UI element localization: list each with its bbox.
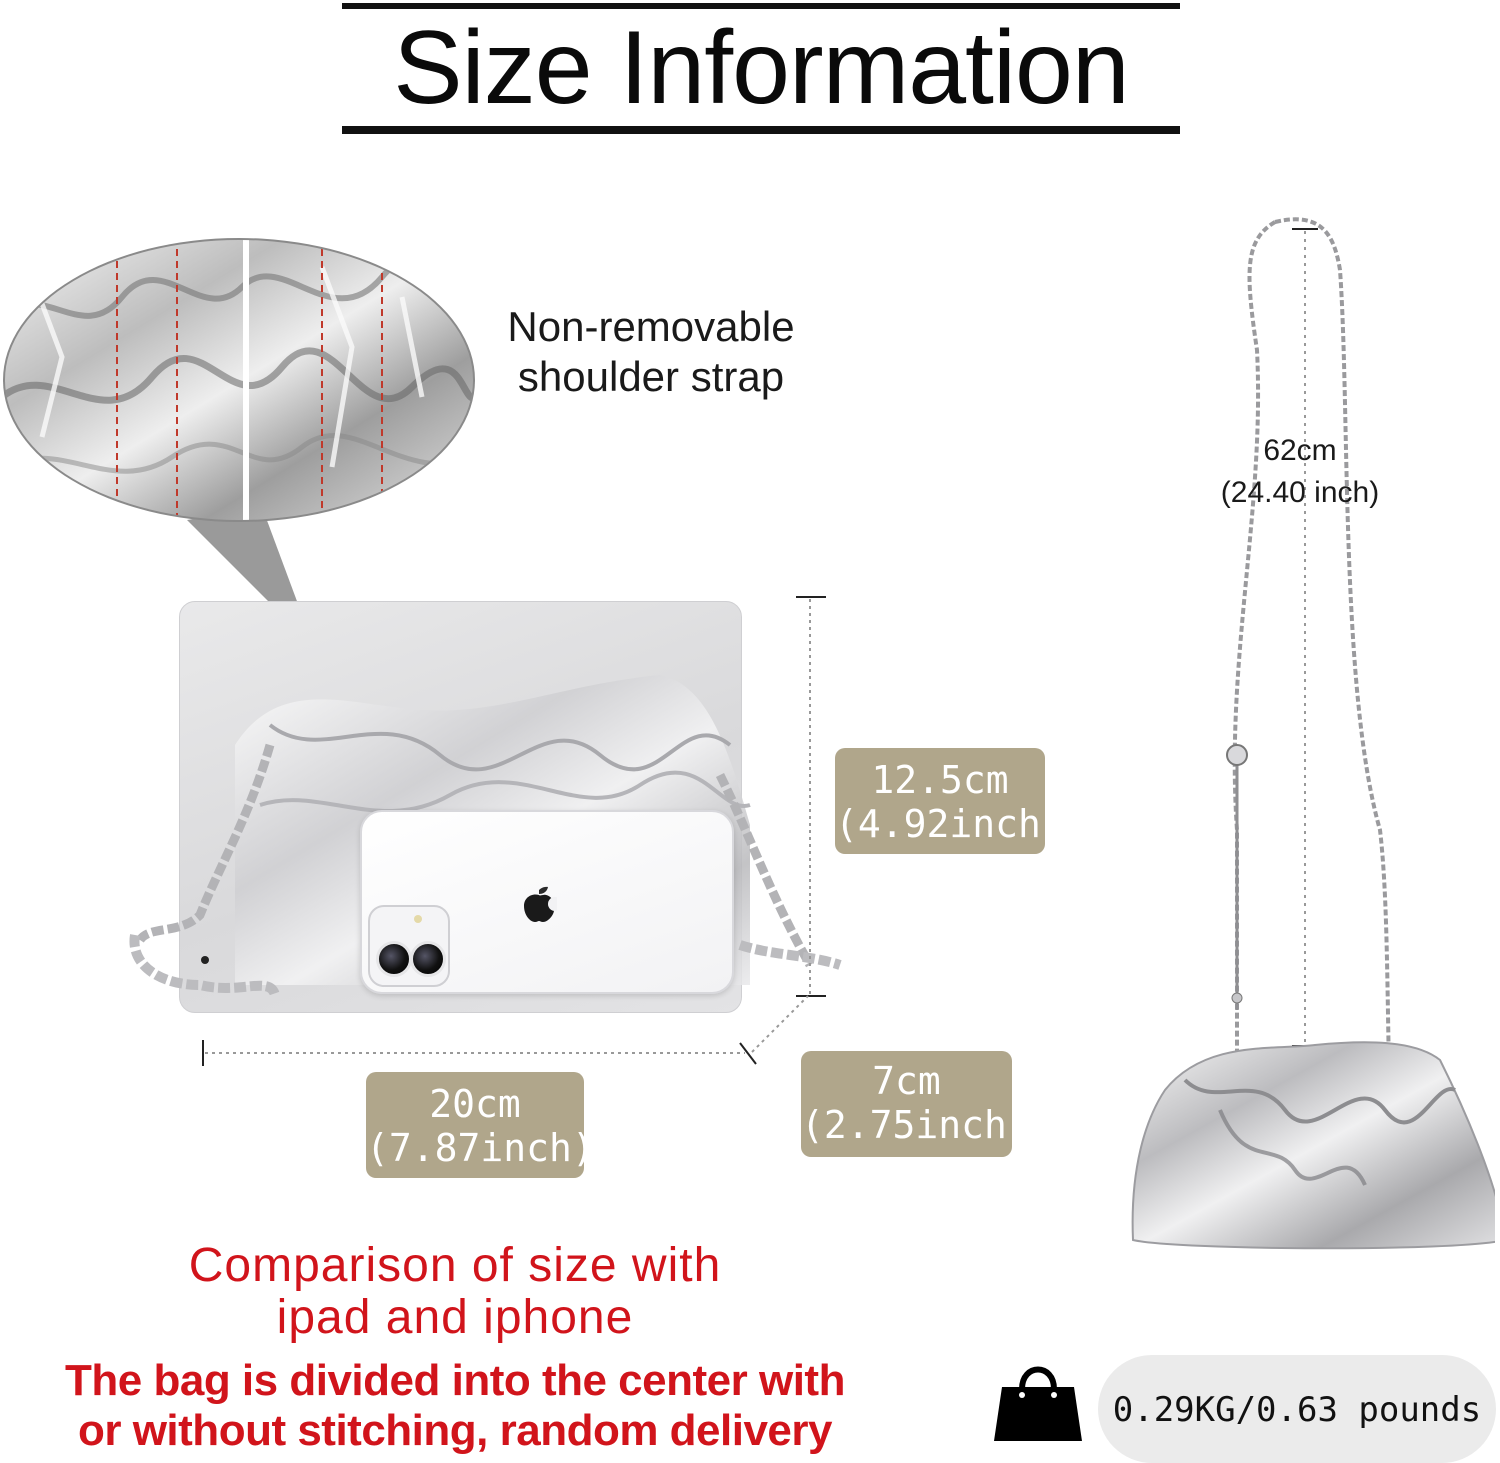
width-cm: 20cm xyxy=(429,1082,521,1126)
strap-length-cm: 62cm xyxy=(1263,434,1337,467)
iphone-camera-module xyxy=(368,905,450,987)
comparison-note-line-1: Comparison of size with xyxy=(188,1239,722,1292)
apple-logo-icon xyxy=(524,886,557,922)
strap-closeup-bubble xyxy=(3,238,475,647)
height-cm: 12.5cm xyxy=(871,758,1009,802)
strap-note-line-2: shoulder strap xyxy=(517,353,785,400)
depth-inch: (2.75inch) xyxy=(801,1103,1030,1147)
height-badge: 12.5cm (4.92inch) xyxy=(835,748,1064,854)
page-title: Size Information xyxy=(393,10,1129,126)
depth-cm: 7cm xyxy=(872,1059,941,1103)
handbag-icon xyxy=(994,1366,1082,1441)
camera-lens-icon xyxy=(410,941,446,977)
weight-value: 0.29KG/0.63 pounds xyxy=(1112,1390,1482,1430)
delivery-note-line-1: The bag is divided into the center with xyxy=(65,1356,845,1405)
title-rule-bottom xyxy=(342,126,1180,134)
delivery-note-line-2: or without stitching, random delivery xyxy=(77,1406,833,1455)
height-inch: (4.92inch) xyxy=(835,802,1064,846)
weight-pill xyxy=(1098,1355,1496,1463)
width-inch: (7.87inch) xyxy=(366,1126,595,1170)
comparison-note-line-2: ipad and iphone xyxy=(276,1291,634,1344)
strap-note-line-1: Non-removable xyxy=(507,303,795,350)
delivery-note: The bag is divided into the center with … xyxy=(15,1356,895,1456)
comparison-note: Comparison of size with ipad and iphone xyxy=(40,1240,870,1344)
bag-with-strap-image xyxy=(1131,217,1495,1250)
width-badge: 20cm (7.87inch) xyxy=(366,1072,595,1178)
title-rule-top xyxy=(342,3,1180,9)
camera-lens-icon xyxy=(376,941,412,977)
depth-badge: 7cm (2.75inch) xyxy=(801,1051,1030,1157)
flash-icon xyxy=(414,915,422,923)
strap-note: Non-removable shoulder strap xyxy=(481,302,821,402)
strap-length-label: 62cm (24.40 inch) xyxy=(1200,430,1400,514)
strap-length-inch: (24.40 inch) xyxy=(1220,476,1380,509)
